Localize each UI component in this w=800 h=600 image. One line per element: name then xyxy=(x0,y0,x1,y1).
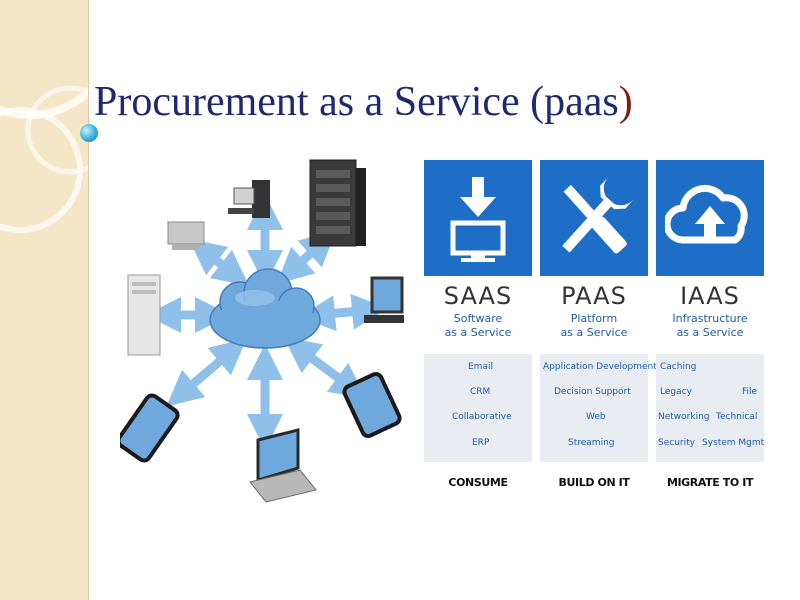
wrench-screwdriver-icon xyxy=(562,176,634,254)
service-full-name: Software as a Service xyxy=(424,312,532,342)
desktop-computer-icon xyxy=(364,276,404,323)
feature-label: Technical xyxy=(716,412,758,422)
decorative-curves xyxy=(0,85,88,233)
service-features: Email CRM Collaborative ERP xyxy=(424,354,532,462)
service-action: MIGRATE TO IT xyxy=(666,476,754,489)
service-features: Application Development Decision Support… xyxy=(540,354,657,462)
feature-label: Application Development xyxy=(543,362,657,372)
smartphone-icon xyxy=(120,393,180,463)
feature-label: File xyxy=(742,387,758,397)
feature-label: System Mgmt xyxy=(702,438,765,448)
service-action: CONSUME xyxy=(448,476,508,489)
service-full-line2: as a Service xyxy=(560,326,628,339)
desktop-computer-icon xyxy=(167,221,205,250)
feature-label: ERP xyxy=(472,438,490,448)
service-models-panel: SAAS Software as a Service Email CRM Col… xyxy=(424,160,764,530)
network-arrow-icon xyxy=(145,194,388,450)
service-full-line2: as a Service xyxy=(676,326,744,339)
slide-title-text: Procurement as a Service (paas xyxy=(94,79,619,125)
feature-label: CRM xyxy=(470,387,491,397)
cloud-upload-icon xyxy=(665,185,748,244)
service-column-saas: SAAS Software as a Service Email CRM Col… xyxy=(424,160,532,489)
service-full-name: Platform as a Service xyxy=(540,312,648,342)
cloud-network-diagram xyxy=(120,159,404,503)
feature-label: Streaming xyxy=(568,438,615,448)
feature-label: Collaborative xyxy=(452,412,512,422)
desktop-computer-icon xyxy=(228,180,270,218)
service-full-line2: as a Service xyxy=(444,326,512,339)
feature-label: Security xyxy=(658,438,695,448)
server-rack-icon xyxy=(309,159,366,247)
service-column-paas: PAAS Platform as a Service Application D… xyxy=(540,160,657,489)
feature-label: Legacy xyxy=(660,387,692,397)
smartphone-icon xyxy=(342,372,402,438)
feature-label: Networking xyxy=(658,412,710,422)
title-bullet-icon xyxy=(80,124,98,142)
service-features: Caching Legacy File Networking Technical… xyxy=(656,354,764,462)
service-full-line1: Infrastructure xyxy=(672,312,748,325)
service-full-name: Infrastructure as a Service xyxy=(656,312,764,342)
laptop-icon xyxy=(249,428,317,503)
feature-label: Email xyxy=(468,362,493,372)
service-abbr: IAAS xyxy=(680,282,740,310)
service-column-iaas: IAAS Infrastructure as a Service Caching… xyxy=(656,160,764,489)
feature-label: Decision Support xyxy=(554,387,631,397)
paas-icon-box xyxy=(540,160,648,276)
service-abbr: SAAS xyxy=(443,282,513,310)
feature-label: Caching xyxy=(660,362,697,372)
side-panel xyxy=(0,0,89,600)
service-abbr: PAAS xyxy=(561,282,627,310)
cloud-icon xyxy=(209,268,321,349)
desktop-computer-icon xyxy=(127,274,161,356)
download-monitor-icon xyxy=(450,177,506,262)
saas-icon-box xyxy=(424,160,532,276)
slide-title-paren: ) xyxy=(618,79,633,125)
service-full-line1: Platform xyxy=(570,312,618,325)
service-full-line1: Software xyxy=(453,312,503,325)
slide-title: Procurement as a Service (paas) xyxy=(94,78,633,126)
service-action: BUILD ON IT xyxy=(558,476,630,489)
iaas-icon-box xyxy=(656,160,764,276)
feature-label: Web xyxy=(586,412,606,422)
